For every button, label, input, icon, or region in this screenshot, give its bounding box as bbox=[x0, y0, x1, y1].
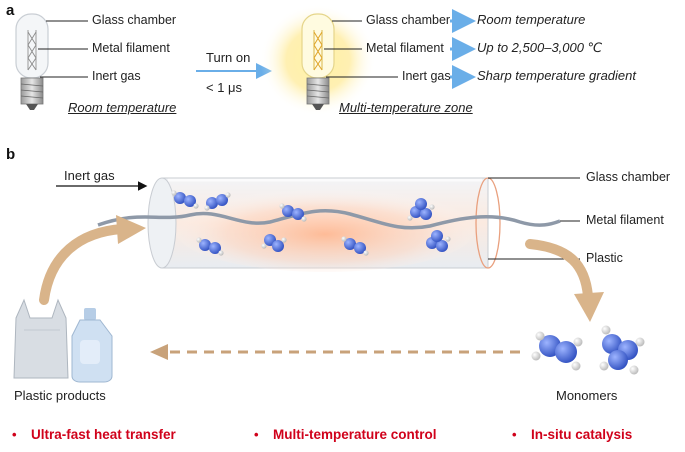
return-arrowhead bbox=[150, 344, 168, 360]
glowing-bulb-icon bbox=[260, 4, 376, 116]
feature-bullet: • bbox=[12, 427, 17, 442]
output-curve-arrowhead bbox=[574, 292, 604, 322]
tube-plastic-label: Plastic bbox=[586, 251, 623, 265]
output-curve-arrow bbox=[525, 239, 593, 301]
monomers-label: Monomers bbox=[556, 388, 618, 403]
turn-on-label: Turn on bbox=[206, 50, 251, 65]
feature-text: Multi-temperature control bbox=[273, 427, 437, 442]
right-inert-gas-label: Inert gas bbox=[402, 69, 451, 83]
input-curve-arrow bbox=[39, 224, 127, 305]
feature-item: • Ultra-fast heat transfer bbox=[12, 426, 176, 444]
right-glass-chamber-label: Glass chamber bbox=[366, 13, 451, 27]
molecule-icon bbox=[261, 234, 287, 252]
molecule-icon bbox=[279, 203, 307, 222]
right-metal-filament-label: Metal filament bbox=[366, 41, 444, 55]
left-inert-gas-label: Inert gas bbox=[92, 69, 141, 83]
molecule-icon bbox=[341, 236, 369, 256]
input-curve-arrowhead bbox=[116, 215, 146, 244]
glass-result-text: Room temperature bbox=[477, 12, 586, 27]
feature-bullet: • bbox=[512, 427, 517, 442]
molecule-icon bbox=[407, 198, 435, 221]
molecule-icon bbox=[426, 230, 451, 252]
left-bulb-icon bbox=[15, 13, 49, 110]
molecule-icon bbox=[171, 190, 199, 209]
left-metal-filament-label: Metal filament bbox=[92, 41, 170, 55]
plastic-bottle-icon bbox=[71, 308, 113, 383]
time-label: < 1 μs bbox=[206, 80, 243, 95]
filament-result-text: Up to 2,500–3,000 ℃ bbox=[477, 40, 603, 55]
molecule-icon bbox=[204, 192, 231, 211]
panel-a-label: a bbox=[6, 2, 15, 19]
tube-glass-chamber-label: Glass chamber bbox=[586, 170, 671, 184]
plastic-products-label: Plastic products bbox=[14, 388, 106, 403]
panel-b-label: b bbox=[6, 146, 16, 163]
feature-item: • In-situ catalysis bbox=[512, 426, 632, 444]
metal-filament-wire bbox=[97, 208, 561, 230]
feature-item: • Multi-temperature control bbox=[254, 426, 437, 444]
reactor-tube bbox=[147, 177, 501, 272]
plastic-bag-icon bbox=[13, 298, 69, 379]
feature-bullet: • bbox=[254, 427, 259, 442]
molecule-icon bbox=[196, 237, 224, 256]
inert-gas-input-label: Inert gas bbox=[64, 168, 115, 183]
left-glass-chamber-label: Glass chamber bbox=[92, 13, 177, 27]
monomer-molecule-icon bbox=[531, 331, 583, 371]
tube-metal-filament-label: Metal filament bbox=[586, 213, 664, 227]
right-bulb-caption: Multi-temperature zone bbox=[339, 100, 473, 115]
feature-text: In-situ catalysis bbox=[531, 427, 633, 442]
left-bulb-caption: Room temperature bbox=[68, 100, 177, 115]
monomer-molecule-icon bbox=[599, 325, 645, 375]
feature-text: Ultra-fast heat transfer bbox=[31, 427, 176, 442]
gas-result-text: Sharp temperature gradient bbox=[477, 68, 636, 83]
